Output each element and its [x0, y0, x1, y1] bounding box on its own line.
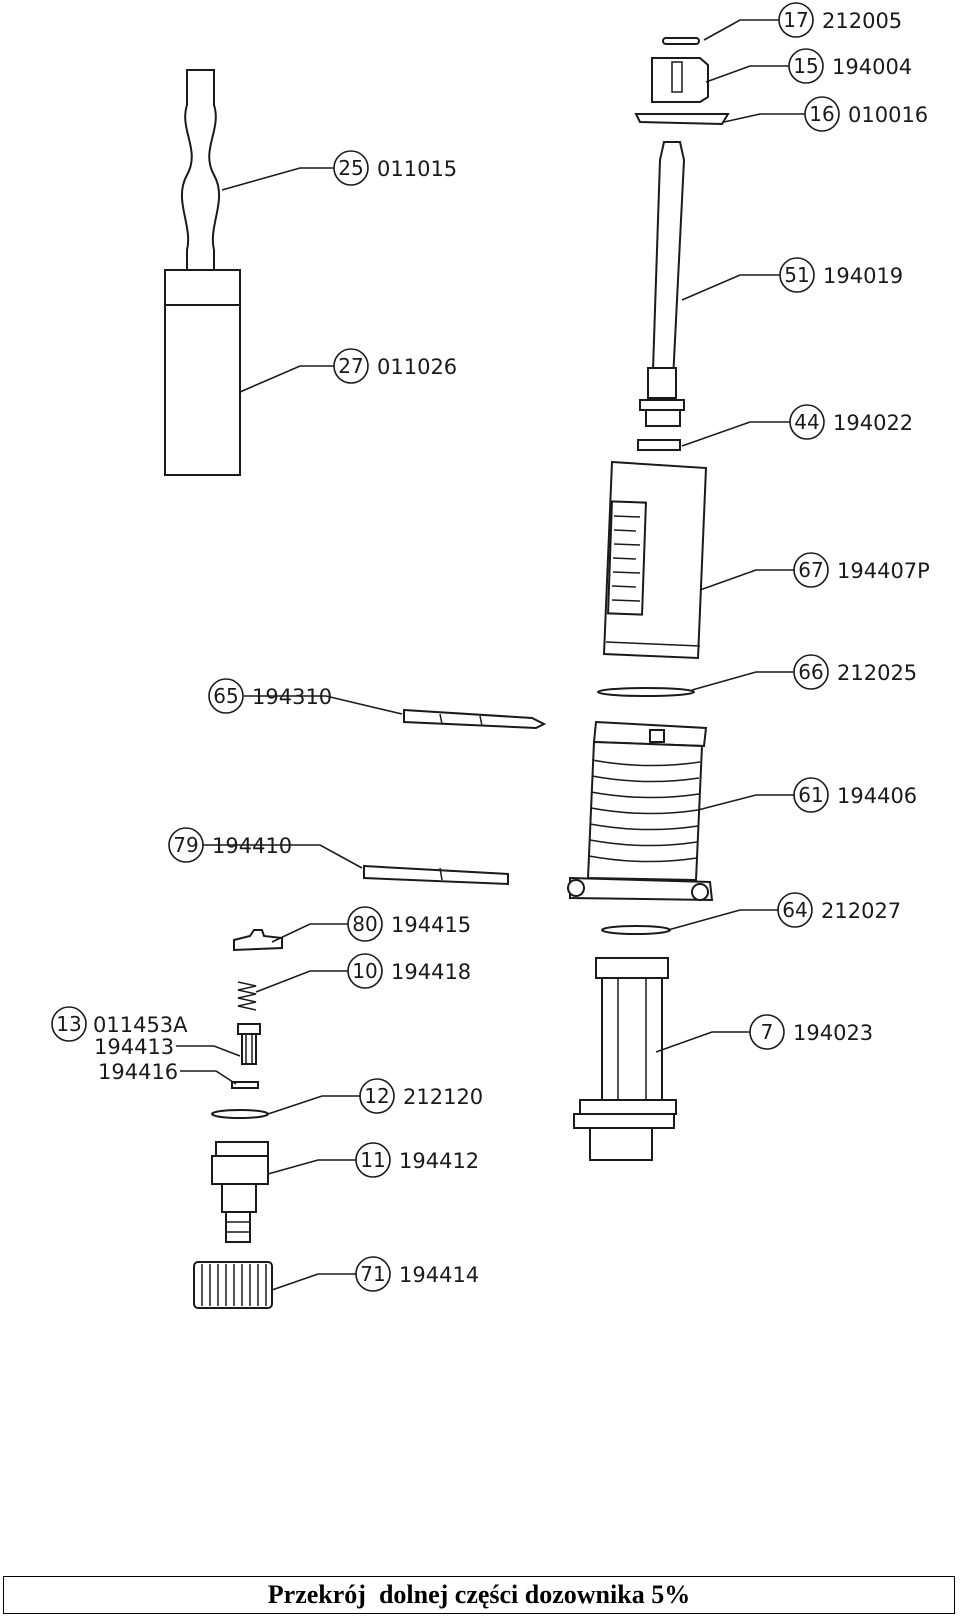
- callout-13: 13 011453A 194413: [51, 1006, 188, 1059]
- callout-79-code: 194410: [212, 834, 292, 858]
- callout-10: 10 194418: [347, 953, 471, 989]
- callout-7-code: 194023: [793, 1021, 873, 1045]
- callout-17-code: 212005: [822, 9, 902, 33]
- callout-11: 11 194412: [355, 1142, 479, 1178]
- callout-12: 12 212120: [359, 1078, 483, 1114]
- callout-71: 71 194414: [355, 1256, 479, 1292]
- callout-66-code: 212025: [837, 661, 917, 685]
- part-79-plate: [363, 864, 509, 886]
- label-194416-code: 194416: [98, 1060, 178, 1084]
- callout-65-code: 194310: [252, 685, 332, 709]
- callout-16-number: 16: [809, 102, 834, 126]
- callout-71-code: 194414: [399, 1263, 479, 1287]
- callout-79-number: 79: [173, 833, 198, 857]
- part-25-hose: [180, 69, 221, 271]
- part-44-seal: [637, 439, 681, 451]
- part-51-piston-rod: [639, 141, 686, 427]
- callout-61-code: 194406: [837, 784, 917, 808]
- callout-17: 17 212005: [778, 2, 902, 38]
- part-65-plate: [403, 708, 547, 730]
- callout-64-code: 212027: [821, 899, 901, 923]
- callout-17-number: 17: [783, 8, 808, 32]
- callout-25-number: 25: [338, 156, 363, 180]
- part-66-oring: [597, 687, 695, 697]
- callout-27-code: 011026: [377, 355, 457, 379]
- callout-7-number: 7: [761, 1020, 774, 1044]
- part-13-valve-stem: [237, 1023, 261, 1065]
- callout-67: 67 194407P: [793, 552, 930, 588]
- part-27-filter-body: [164, 269, 241, 476]
- label-194416: 194416: [98, 1060, 178, 1084]
- part-11-connector: [211, 1141, 269, 1243]
- part-80-clip: [233, 929, 283, 952]
- part-71-nut: [193, 1261, 273, 1309]
- part-12-oring: [211, 1109, 269, 1119]
- exploded-parts-diagram: 17 212005 15 194004 16 010016 25 011015 …: [51, 2, 930, 1309]
- callout-15: 15 194004: [788, 48, 912, 84]
- callout-80-number: 80: [352, 912, 377, 936]
- callout-51: 51 194019: [779, 257, 903, 293]
- callout-25: 25 011015: [333, 150, 457, 186]
- callout-65-number: 65: [213, 684, 238, 708]
- callout-15-code: 194004: [832, 55, 912, 79]
- callout-27: 27 011026: [333, 348, 457, 384]
- callout-61: 61 194406: [793, 777, 917, 813]
- callout-67-code: 194407P: [837, 559, 930, 583]
- callout-51-number: 51: [784, 263, 809, 287]
- callout-51-code: 194019: [823, 264, 903, 288]
- caption-title: Przekrój dolnej części dozownika 5%: [267, 1580, 691, 1609]
- callout-44-number: 44: [794, 410, 819, 434]
- callout-10-code: 194418: [391, 960, 471, 984]
- part-67-scale-cylinder: [602, 460, 708, 660]
- part-7-valve-cage: [573, 957, 677, 1161]
- part-194416-washer: [231, 1081, 259, 1089]
- callout-16-code: 010016: [848, 103, 928, 127]
- leader-lines: [176, 19, 806, 1291]
- callout-61-number: 61: [798, 783, 823, 807]
- callout-64-number: 64: [782, 898, 807, 922]
- callout-11-number: 11: [360, 1148, 385, 1172]
- callout-27-number: 27: [338, 354, 363, 378]
- caption-box: Przekrój dolnej części dozownika 5%: [3, 1576, 955, 1614]
- callout-80-code: 194415: [391, 913, 471, 937]
- part-17-oring: [662, 37, 700, 45]
- callout-12-number: 12: [364, 1084, 389, 1108]
- part-16-washer: [634, 113, 730, 126]
- callout-11-code: 194412: [399, 1149, 479, 1173]
- callout-13-code: 011453A: [93, 1013, 188, 1037]
- part-64-oring: [601, 925, 671, 935]
- callout-65: 65 194310: [208, 678, 332, 714]
- callout-80: 80 194415: [347, 906, 471, 942]
- callout-10-number: 10: [352, 959, 377, 983]
- callout-66-number: 66: [798, 660, 823, 684]
- callout-7: 7 194023: [749, 1014, 873, 1050]
- callout-25-code: 011015: [377, 157, 457, 181]
- callout-67-number: 67: [798, 558, 823, 582]
- callout-13-number: 13: [56, 1012, 81, 1036]
- callout-66: 66 212025: [793, 654, 917, 690]
- callout-13-code-194413: 194413: [94, 1035, 174, 1059]
- callout-16: 16 010016: [804, 96, 928, 132]
- callout-64: 64 212027: [777, 892, 901, 928]
- callout-71-number: 71: [360, 1262, 385, 1286]
- callout-44: 44 194022: [789, 404, 913, 440]
- part-61-ribbed-housing: [567, 720, 714, 902]
- part-15-cap: [651, 57, 709, 103]
- callout-79: 79 194410: [168, 827, 292, 863]
- callout-12-code: 212120: [403, 1085, 483, 1109]
- part-10-spring: [237, 981, 257, 1011]
- callout-44-code: 194022: [833, 411, 913, 435]
- callout-15-number: 15: [793, 54, 818, 78]
